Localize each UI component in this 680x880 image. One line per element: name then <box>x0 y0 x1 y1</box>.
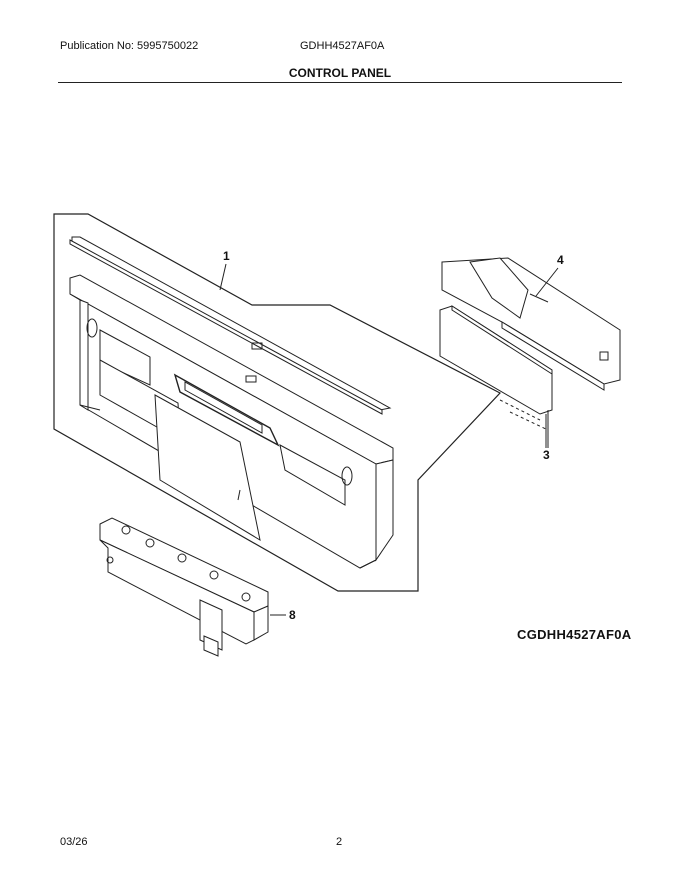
console-assembly <box>99 517 269 657</box>
page-title: CONTROL PANEL <box>288 66 392 80</box>
footer-date: 03/26 <box>60 836 88 848</box>
top-trim-strip <box>69 236 392 415</box>
publication-number: Publication No: 5995750022 <box>60 40 199 52</box>
callout-3: 3 <box>543 448 550 462</box>
model-number: GDHH4527AF0A <box>300 40 385 52</box>
ui-housing <box>441 257 621 391</box>
control-board <box>439 305 553 448</box>
assembly-boundary <box>53 213 501 592</box>
callout-4: 4 <box>557 253 564 267</box>
drawing-identifier: CGDHH4527AF0A <box>517 627 632 642</box>
control-panel-body <box>69 274 394 569</box>
assembly-lines <box>499 399 549 431</box>
leader-lines <box>219 263 559 616</box>
callout-8: 8 <box>289 608 296 622</box>
callout-1: 1 <box>223 249 230 263</box>
page-number: 2 <box>336 836 343 848</box>
header-rule <box>58 82 622 83</box>
